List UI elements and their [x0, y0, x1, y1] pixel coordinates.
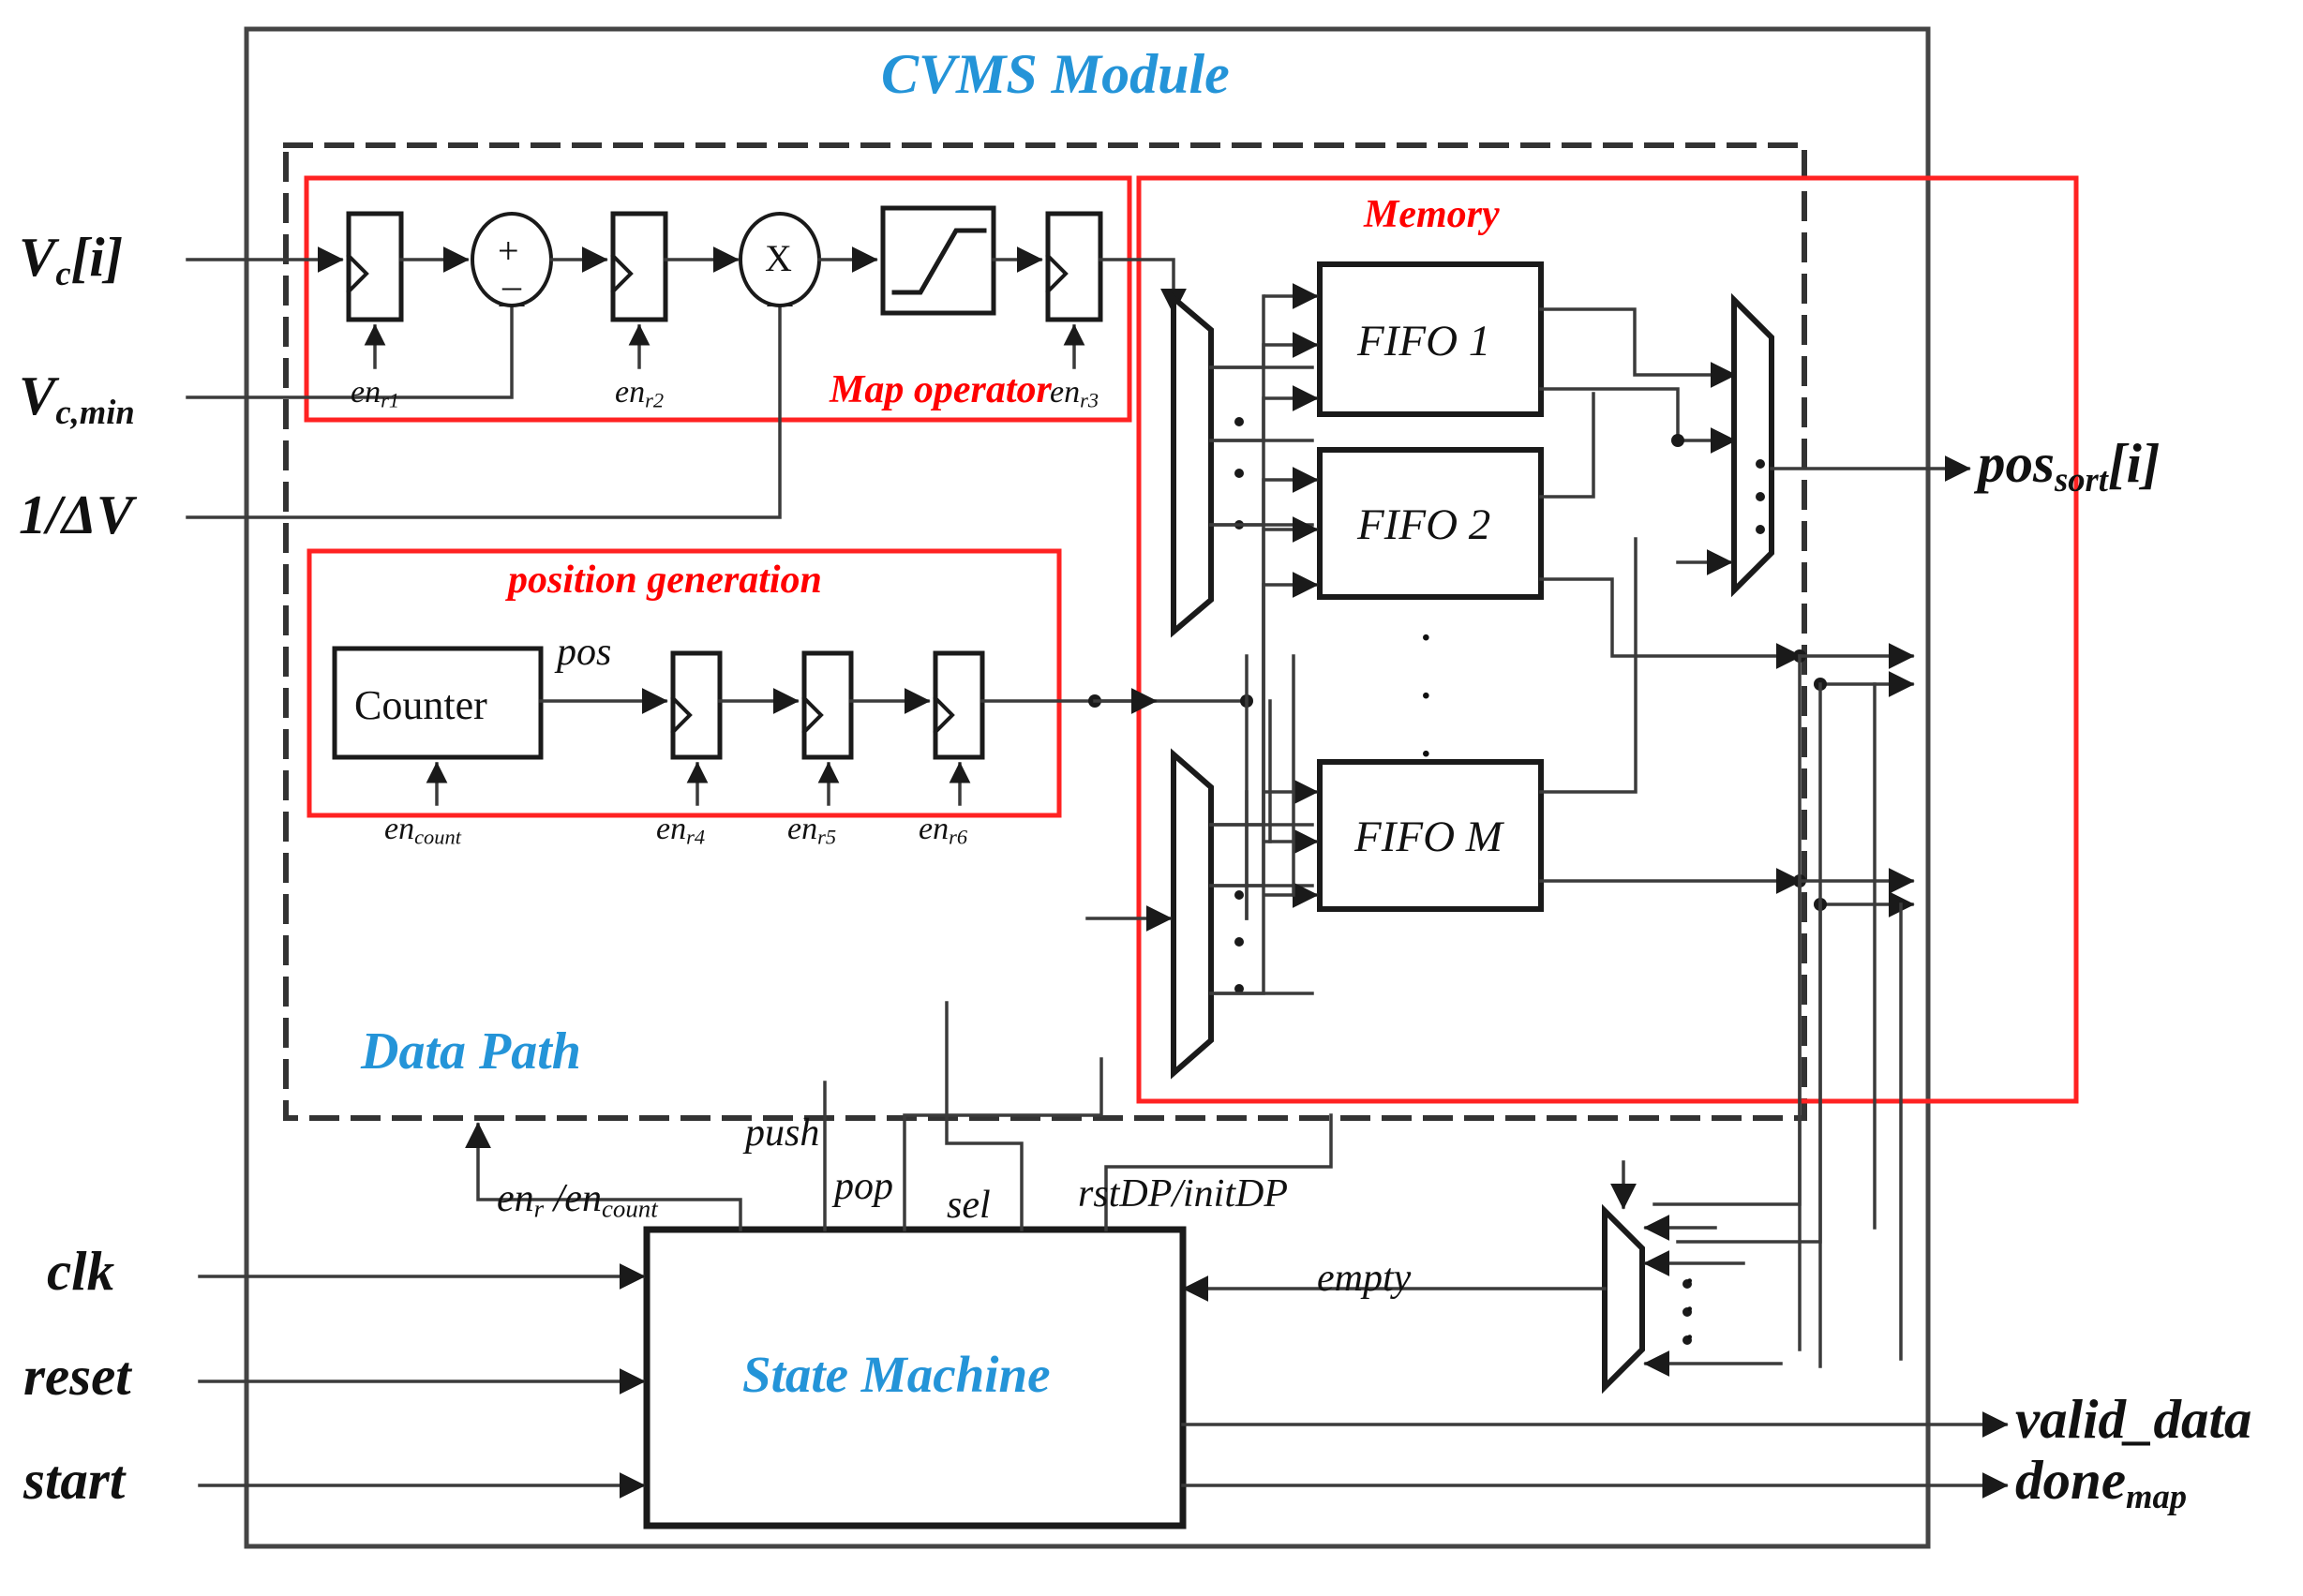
output-label-valid-data: valid_data: [2015, 1388, 2252, 1450]
route-fifo1-out1: [1539, 307, 1737, 388]
fifo-2-body: [1317, 447, 1544, 600]
mux-a-body: [1171, 291, 1214, 638]
adder-minus-sign: –: [502, 264, 521, 306]
memory-border: [1136, 175, 2079, 1104]
enable-label-r4: enr4: [656, 812, 706, 849]
register-r6-clock-tick: [933, 695, 955, 735]
map-operator-border: [304, 175, 1132, 423]
route-muxb2-fifo2b: [1209, 528, 1265, 887]
enable-label-r6: enr6: [919, 812, 968, 849]
mux-bottom-body: [1602, 1203, 1645, 1395]
fifo-2-label: FIFO 2: [1357, 500, 1491, 549]
enable-label-r5: enr5: [787, 812, 837, 849]
position-generation-border: [307, 548, 1062, 818]
fifo-1-body: [1317, 261, 1544, 417]
input-label-clk: clk: [47, 1240, 115, 1302]
mux-b-dot-2: [1234, 937, 1244, 947]
register-r5-clock-tick: [801, 695, 824, 735]
wire-pop: [903, 1057, 1103, 1231]
register-r2-clock-tick: [610, 253, 634, 294]
junction-out-a: [1671, 434, 1684, 447]
control-label-push: push: [745, 1111, 820, 1155]
fifo-vertical-ellipsis: ···: [1417, 609, 1435, 783]
fifo-m-label: FIFO M: [1354, 813, 1503, 861]
mux-bottom-dot-3: [1682, 1335, 1692, 1345]
saturation-curve: [891, 228, 987, 295]
wire-inv-dv: [186, 280, 793, 519]
route-fifom-out1: [1539, 537, 1638, 794]
fb-drop-1: [1652, 654, 1802, 1206]
route-muxb1-fifo2: [1209, 478, 1265, 827]
wire-sel: [945, 1001, 1024, 1231]
state-machine-body: [643, 1226, 1187, 1529]
mux-b-body: [1171, 748, 1214, 1080]
wire-vc-min: [186, 280, 525, 399]
input-label-vc-min: Vc,min: [19, 365, 135, 432]
control-label-rstdp-initdp: rstDP/initDP: [1078, 1172, 1289, 1216]
register-r2-body: [610, 211, 668, 322]
mux-out-dot-1: [1756, 459, 1765, 469]
output-label-pos-sort: possort[i]: [1978, 432, 2161, 500]
mux-a-dot-1: [1234, 417, 1244, 426]
multiplier-sign: X: [765, 237, 792, 279]
bottom-mux-ellipsis: ···: [1683, 1260, 1697, 1358]
state-machine-label: State Machine: [742, 1346, 1051, 1403]
cvms-module-border: [244, 26, 1931, 1549]
route-muxb3-fifo2c: [1209, 583, 1265, 995]
mux-b-dot-3: [1234, 984, 1244, 993]
mux-bottom-dot-2: [1682, 1307, 1692, 1317]
control-label-en-r-en-count: enr /encount: [497, 1177, 658, 1223]
control-label-pop: pop: [834, 1165, 893, 1208]
input-label-vc-i: Vc[i]: [19, 226, 124, 293]
register-r4-clock-tick: [670, 695, 693, 735]
register-r3-body: [1045, 211, 1103, 322]
mux-out-dot-2: [1756, 492, 1765, 501]
input-label-start: start: [23, 1449, 126, 1511]
position-generation-label: position generation: [508, 559, 822, 602]
control-label-empty: empty: [1317, 1257, 1412, 1300]
enable-label-r1: enr1: [351, 375, 400, 412]
wire-rst-init: [1104, 1113, 1333, 1231]
output-label-done-map: donemap: [2015, 1449, 2188, 1516]
enable-label-count: encount: [384, 812, 461, 849]
map-operator-label: Map operator: [830, 368, 1052, 411]
memory-label: Memory: [1364, 193, 1500, 236]
fifo-1-label: FIFO 1: [1357, 317, 1491, 365]
mux-out-body: [1731, 292, 1774, 598]
page-title: CVMS Module: [881, 43, 1230, 105]
route-fifo2-out1: [1539, 392, 1595, 499]
mux-bottom-dot-1: [1682, 1279, 1692, 1289]
input-label-reset: reset: [23, 1345, 131, 1407]
route-muxa3-fifo1c: [1209, 396, 1265, 527]
data-path-label: Data Path: [361, 1022, 581, 1081]
route-muxa1-fifo1: [1209, 294, 1265, 369]
register-r1-body: [346, 211, 404, 322]
adder-plus-sign: +: [498, 230, 519, 272]
wire-en-r-en-count: [465, 1122, 742, 1231]
route-fifo2-out2: [1539, 577, 1802, 669]
mux-a-dot-2: [1234, 469, 1244, 478]
route-fifo1-out2: [1539, 387, 1737, 454]
counter-block-label: Counter: [354, 682, 487, 728]
counter-block-body: [332, 646, 544, 760]
input-label-inv-delta-v: 1/ΔV: [19, 484, 134, 545]
route-muxa2-fifo1b: [1209, 343, 1265, 442]
enable-label-r3: enr3: [1050, 375, 1099, 412]
data-path-dashed-border: [283, 142, 1807, 1121]
control-label-sel: sel: [947, 1184, 991, 1227]
register-r3-clock-tick: [1045, 253, 1069, 294]
enable-label-r2: enr2: [615, 375, 665, 412]
fifo-m-body: [1317, 759, 1544, 912]
register-r1-clock-tick: [346, 253, 369, 294]
mux-b-dot-1: [1234, 890, 1244, 900]
mux-out-dot-3: [1756, 525, 1765, 534]
pos-wire-label: pos: [557, 631, 612, 674]
